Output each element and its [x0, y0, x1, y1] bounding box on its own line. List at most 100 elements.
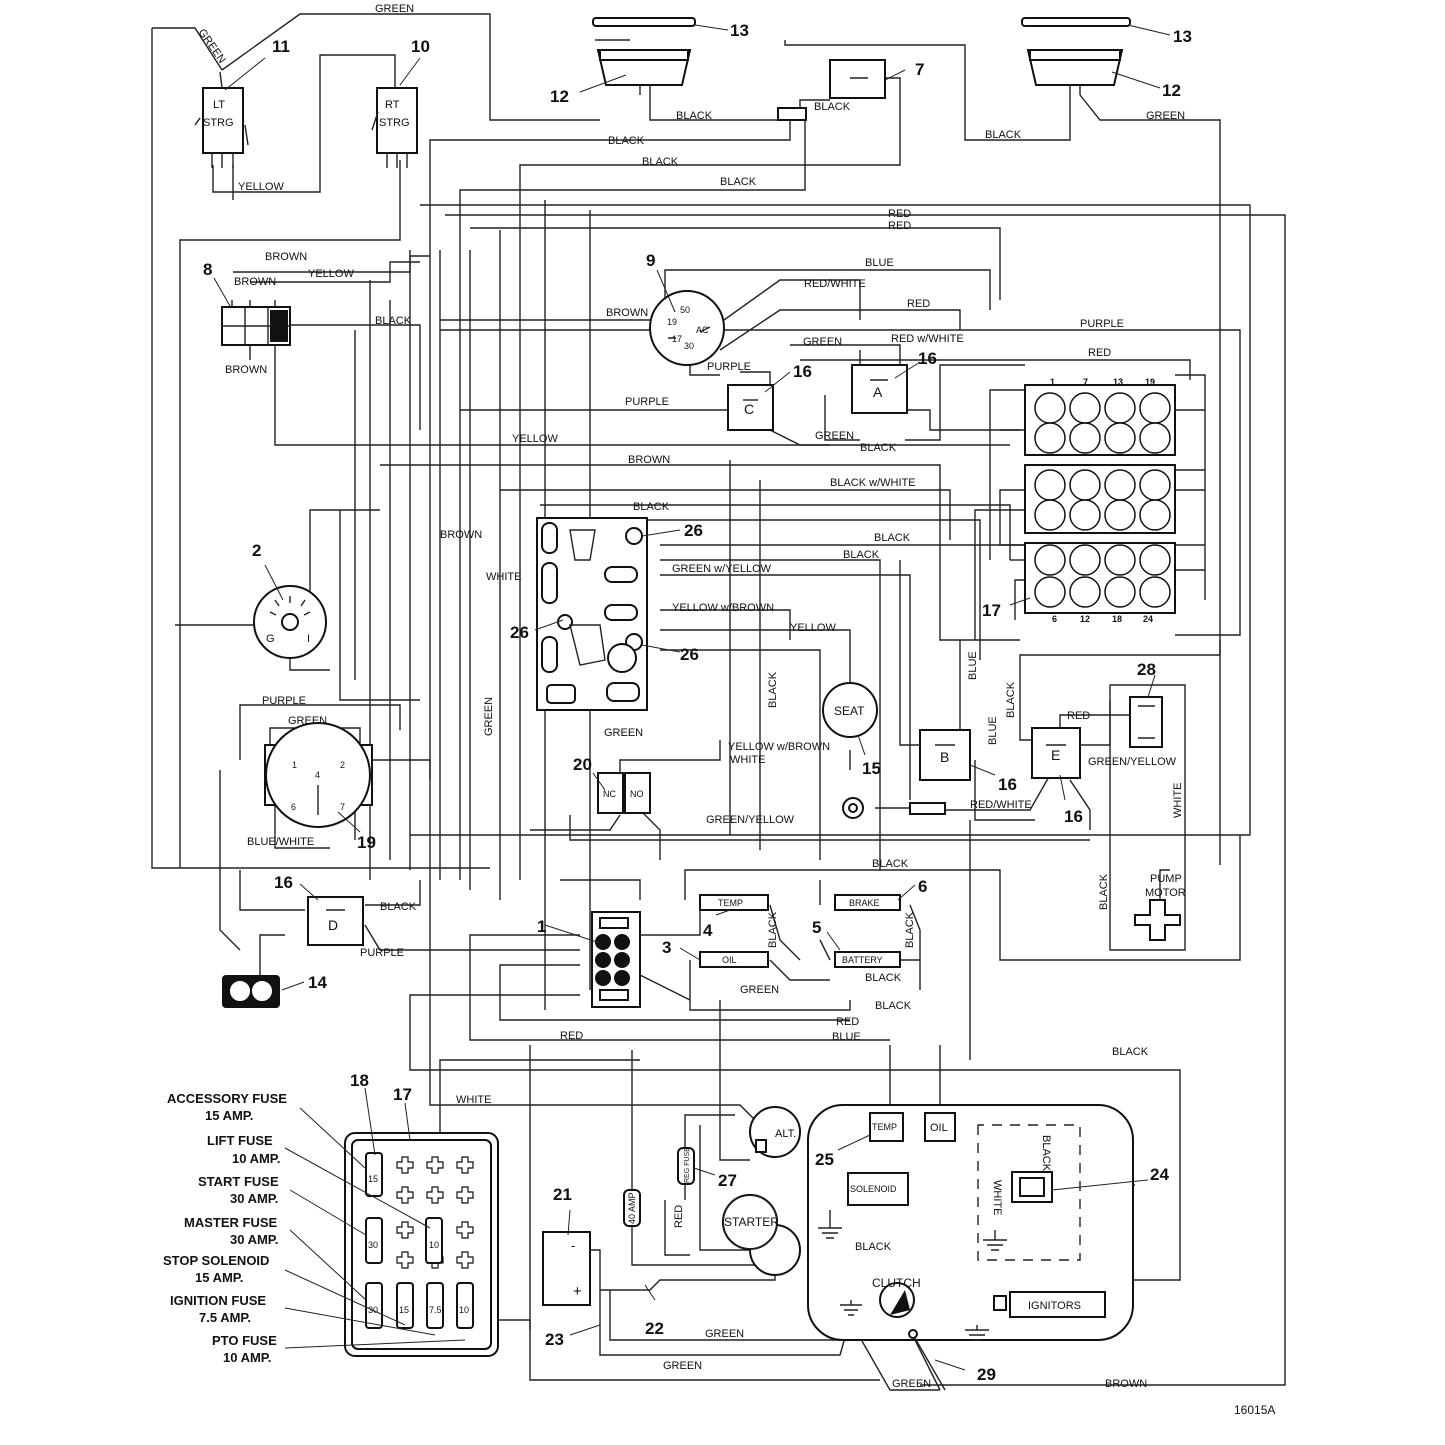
- wire-label: WHITE: [456, 1094, 491, 1106]
- reg-fuse-label: REG FUSE: [684, 1147, 691, 1183]
- pto-7-label: 7: [340, 802, 345, 812]
- callout-1: 1: [537, 917, 546, 936]
- strg-label: STRG: [203, 117, 234, 129]
- wire-label: BLACK: [874, 532, 911, 544]
- temp-gauge-4: TEMP: [699, 894, 769, 911]
- callout-15: 15: [862, 759, 881, 778]
- wire-label: RED: [888, 208, 911, 220]
- fuse-10-lift: 10: [429, 1240, 439, 1250]
- wire-label: RED/WHITE: [970, 799, 1032, 811]
- wire-label: BLUE: [865, 257, 894, 269]
- pto-4-label: 4: [315, 770, 320, 780]
- conn-6-label: 6: [1052, 614, 1057, 624]
- callout-8: 8: [203, 260, 212, 279]
- wire-label: GREEN: [375, 3, 414, 15]
- wire-label: BLACK: [843, 549, 880, 561]
- conn-13-label: 13: [1113, 377, 1123, 387]
- callout-14: 14: [308, 973, 327, 992]
- wire-label: BROWN: [234, 276, 276, 288]
- relay-e: E: [1031, 727, 1081, 779]
- component-14: [222, 975, 280, 1008]
- fuse-7-5-ignition: 7.5: [429, 1305, 442, 1315]
- battery-gauge-label: BATTERY: [842, 955, 883, 965]
- callout-26-left: 26: [510, 623, 529, 642]
- strg-label-2: STRG: [379, 117, 410, 129]
- left-steering-switch: LT STRG: [194, 71, 249, 168]
- callout-26-top: 26: [684, 521, 703, 540]
- relay-d-label: D: [328, 917, 338, 933]
- alternator: ALT.: [749, 1106, 801, 1158]
- wire-label: BLACK: [375, 315, 412, 327]
- wire-label: BLACK: [720, 176, 757, 188]
- wire-label: RED: [560, 1030, 583, 1042]
- document-id: 16015A: [1234, 1403, 1275, 1417]
- reg-fuse-27: REG FUSE: [677, 1147, 695, 1185]
- wire-label: BROWN: [265, 251, 307, 263]
- pto-1-label: 1: [292, 760, 297, 770]
- connector-17: 1 7 13 19 6 12 18 24: [1024, 377, 1176, 624]
- wire-label: YELLOW w/BROWN: [672, 602, 774, 614]
- battery-plus: +: [573, 1283, 582, 1300]
- wire-label: BLACK: [1098, 873, 1110, 910]
- nc-label: NC: [603, 789, 616, 799]
- oil-gauge-3: OIL: [699, 951, 769, 968]
- callout-13-left: 13: [730, 21, 749, 40]
- amp40-label: 40 AMP: [627, 1192, 637, 1224]
- wire-label: BROWN: [440, 529, 482, 541]
- wire-label: BLACK: [380, 901, 417, 913]
- wire-label: RED: [1067, 710, 1090, 722]
- legend-accessory-fuse: ACCESSORY FUSE: [167, 1091, 287, 1106]
- callout-23: 23: [545, 1330, 564, 1349]
- wire-label: BROWN: [606, 307, 648, 319]
- callout-19: 19: [357, 833, 376, 852]
- ignitors-label: IGNITORS: [1028, 1300, 1081, 1312]
- key-17-label: 17: [672, 334, 682, 344]
- wire-label: RED: [673, 1205, 685, 1228]
- wire-label: BLACK: [814, 101, 851, 113]
- relay-b-label: B: [940, 749, 949, 765]
- lamp-lens-right: [1021, 17, 1131, 27]
- wire-label: BLACK: [608, 135, 645, 147]
- conn-24-label: 24: [1143, 614, 1153, 624]
- relay-b: B: [919, 729, 971, 781]
- wire-label: PURPLE: [1080, 318, 1124, 330]
- conn-7-label: 7: [1083, 377, 1088, 387]
- wire-labels: GREEN GREEN YELLOW BLACK BLACK BLACK BLA…: [196, 3, 1186, 1390]
- brake-6: BRAKE: [834, 894, 901, 911]
- callout-3: 3: [662, 938, 671, 957]
- wire-label: PURPLE: [360, 947, 404, 959]
- component-28: [1129, 696, 1163, 748]
- lamp-lens-left: [592, 17, 696, 27]
- callout-12-left: 12: [550, 87, 569, 106]
- pto-6-label: 6: [291, 802, 296, 812]
- wire-label: GREEN: [815, 430, 854, 442]
- wire-label: RED: [907, 298, 930, 310]
- wire-label: BLACK: [1112, 1046, 1149, 1058]
- wire-label: BLACK: [633, 501, 670, 513]
- wire-label: BROWN: [628, 454, 670, 466]
- wire-label: YELLOW: [790, 622, 836, 634]
- pto-switch-19: 1 2 4 6 7: [264, 722, 373, 828]
- wire-label: BLACK: [860, 442, 897, 454]
- wire-label: BLUE: [967, 651, 979, 680]
- wire-label: BLUE: [832, 1031, 861, 1043]
- legend-lift-fuse: LIFT FUSE: [207, 1133, 273, 1148]
- callout-4: 4: [703, 921, 713, 940]
- wire-label: GREEN: [663, 1360, 702, 1372]
- seat-switch-15: SEAT: [822, 682, 878, 738]
- callout-11: 11: [272, 37, 290, 56]
- wire-label: RED: [888, 220, 911, 232]
- callout-12-right: 12: [1162, 81, 1181, 100]
- wire-label: BLACK: [865, 972, 902, 984]
- wire-label: GREEN: [483, 697, 495, 736]
- legend-pto-rating: 10 AMP.: [223, 1350, 271, 1365]
- callout-22: 22: [645, 1319, 664, 1338]
- wire-label: BLUE: [987, 716, 999, 745]
- conn-19-label: 19: [1145, 377, 1155, 387]
- relay-a: A: [851, 364, 908, 414]
- oil-sender-label: OIL: [930, 1122, 948, 1134]
- wire-label: BLUE/WHITE: [247, 836, 314, 848]
- callout-28: 28: [1137, 660, 1156, 679]
- wire-label: BLACK: [676, 110, 713, 122]
